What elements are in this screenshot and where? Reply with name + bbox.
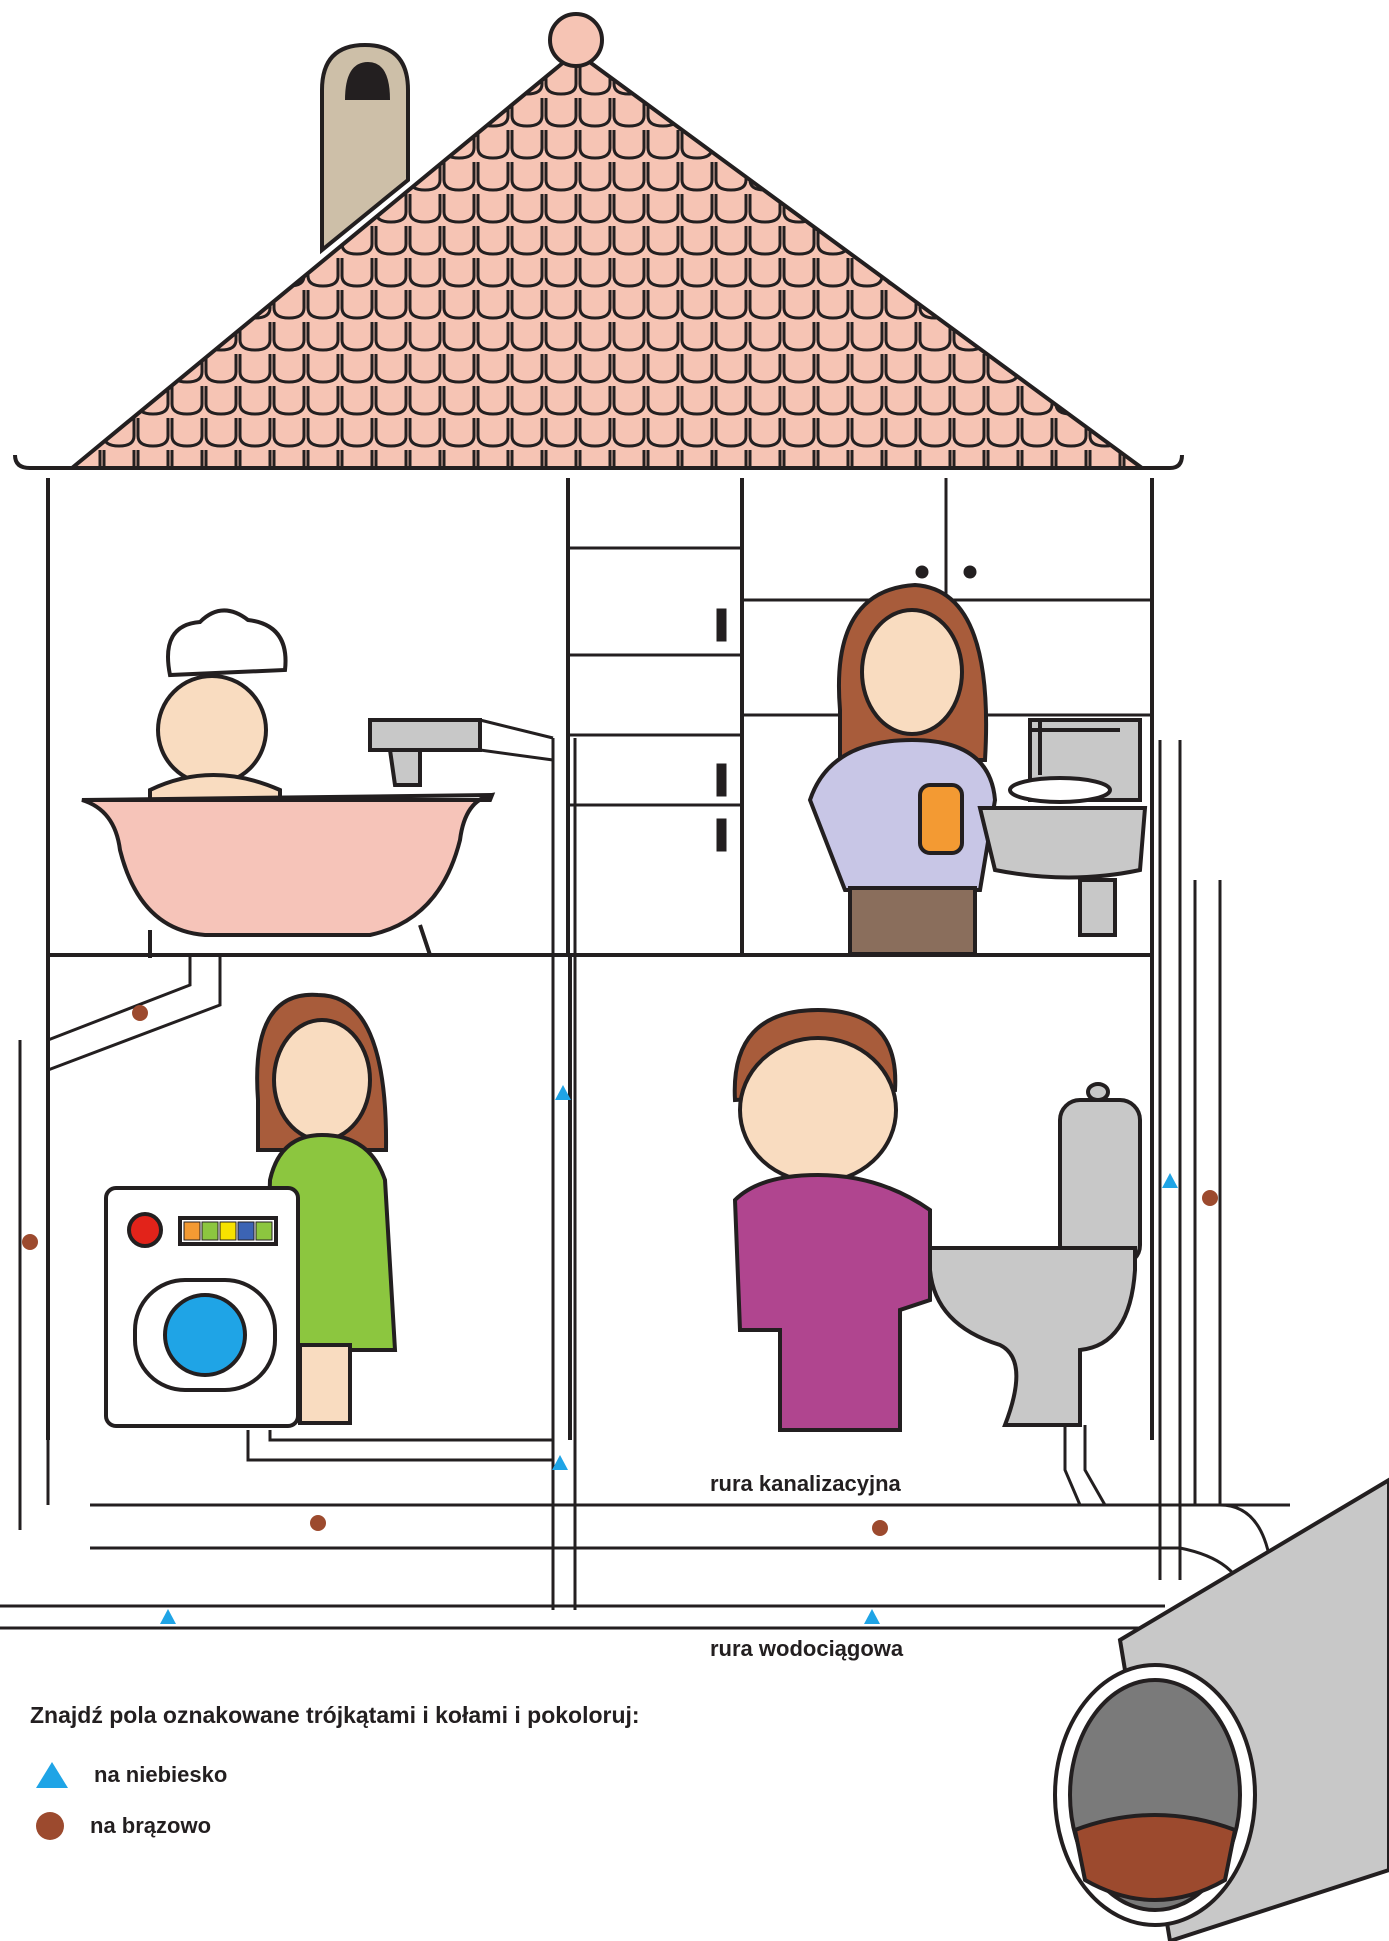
circle-marker [1202,1190,1218,1206]
circle-marker [872,1520,888,1536]
bathtub-child [82,610,492,958]
triangle-marker [1162,1173,1178,1188]
man-bathroom [735,1010,930,1430]
circle-marker [132,1005,148,1021]
legend-row-blue: na niebiesko [36,1762,227,1788]
water-pipe-label: rura wodociągowa [710,1636,903,1662]
legend-label-blue: na niebiesko [94,1762,227,1788]
legend-row-brown: na brązowo [36,1812,211,1840]
instruction-text: Znajdź pola oznakowane trójkątami i koła… [30,1702,640,1729]
woman-kitchen [810,585,995,954]
triangle-marker [160,1609,176,1624]
toilet [930,1084,1140,1425]
circle-marker [310,1515,326,1531]
kitchen-sink [980,720,1145,935]
washing-machine [106,1188,298,1426]
circle-icon [36,1812,64,1840]
triangle-icon [36,1762,68,1788]
circle-marker [22,1234,38,1250]
sewer-pipe-label: rura kanalizacyjna [710,1471,901,1497]
legend-label-brown: na brązowo [90,1813,211,1839]
triangle-marker [864,1609,880,1624]
roof [0,0,1389,500]
shower-tap [370,720,480,785]
